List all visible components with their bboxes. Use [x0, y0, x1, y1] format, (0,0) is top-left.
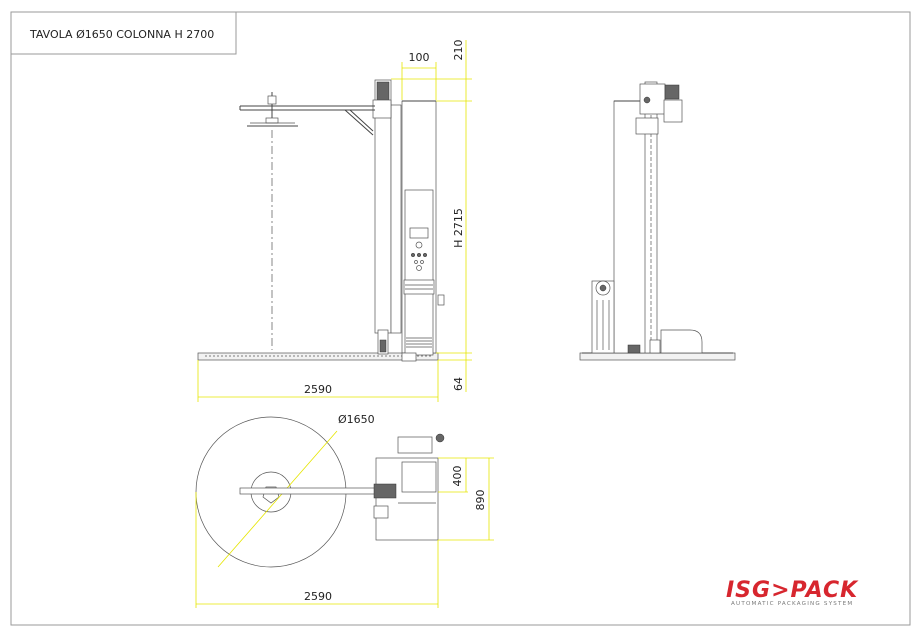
title-block [10, 11, 237, 55]
plan-view: Ø1650 [195, 413, 445, 568]
drawing-title: TAVOLA Ø1650 COLONNA H 2700 [29, 28, 214, 41]
front-base-plate [197, 352, 439, 361]
dim-column-height: H 2715 [452, 208, 465, 248]
dim-plan-column-depth: 400 [451, 466, 464, 487]
logo-wordmark: ISG>PACK [726, 578, 859, 603]
dim-plan-width: 2590 [304, 590, 332, 603]
side-base-plate [579, 352, 736, 361]
dim-top-offset: 210 [452, 40, 465, 61]
dim-side-width: 2590 [304, 383, 332, 396]
plan-diameter-line [217, 430, 338, 568]
front-dimensions: 100 210 H 2715 64 2590 [197, 40, 472, 402]
side-view [579, 81, 736, 361]
logo-tagline: AUTOMATIC PACKAGING SYSTEM [731, 601, 853, 607]
dim-column-width: 100 [409, 51, 430, 64]
dim-plan-diameter: Ø1650 [338, 413, 375, 426]
dim-base-height: 64 [452, 377, 465, 391]
plan-press-arm [239, 487, 379, 495]
front-view [197, 79, 445, 362]
sheet-border [10, 11, 911, 626]
isg-pack-logo: ISG>PACK AUTOMATIC PACKAGING SYSTEM [726, 578, 859, 607]
control-panel-display [409, 227, 429, 239]
plan-dimensions: 400 890 2590 [195, 457, 494, 608]
dim-plan-depth: 890 [474, 490, 487, 511]
